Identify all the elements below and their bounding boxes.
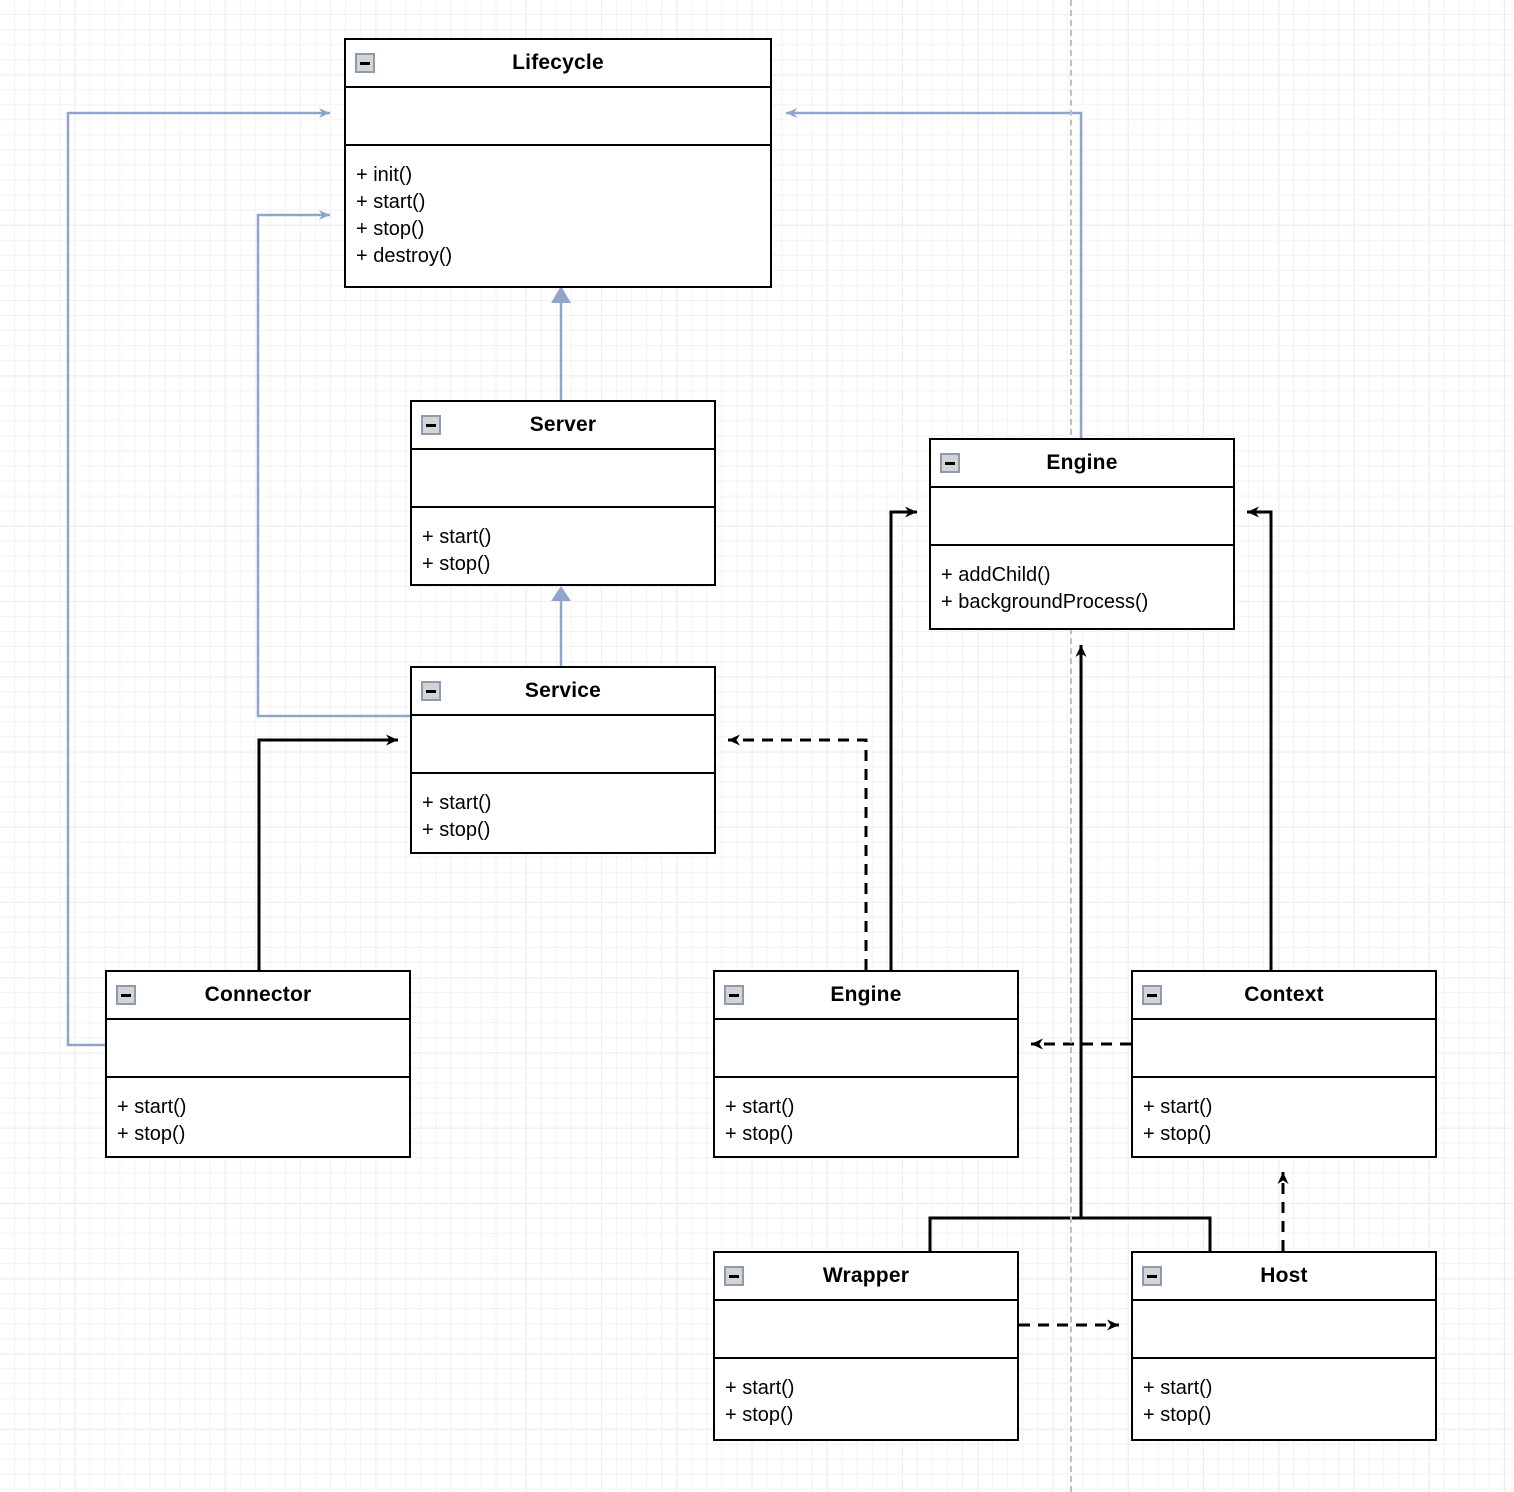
class-operations-compartment: + start() + stop() — [1133, 1359, 1435, 1437]
class-title-row: Context — [1133, 972, 1435, 1020]
class-box-connector[interactable]: Connector + start() + stop() — [105, 970, 411, 1158]
operation: + stop() — [117, 1123, 186, 1145]
operation: + addChild() — [941, 564, 1051, 586]
operation: + start() — [1143, 1096, 1213, 1118]
page-break-line — [1070, 0, 1072, 1492]
class-attributes-compartment — [1133, 1301, 1435, 1359]
class-name: Wrapper — [822, 1264, 910, 1287]
minus-icon[interactable] — [724, 1266, 744, 1286]
edge-engine-bottom-dep-service — [728, 734, 868, 970]
operation: + start() — [725, 1096, 795, 1118]
operation: + stop() — [1143, 1404, 1212, 1426]
class-attributes-compartment — [1133, 1020, 1435, 1078]
class-title-row: Lifecycle — [346, 40, 770, 88]
operation: + start() — [422, 792, 492, 814]
class-name: Connector — [204, 983, 312, 1006]
class-operations-compartment: + addChild() + backgroundProcess() — [931, 546, 1233, 624]
class-title-row: Connector — [107, 972, 409, 1020]
operation: + backgroundProcess() — [941, 591, 1149, 613]
class-attributes-compartment — [107, 1020, 409, 1078]
class-name: Service — [524, 679, 602, 702]
operation: + init() — [356, 164, 413, 186]
class-title-row: Server — [412, 402, 714, 450]
class-operations-compartment: + start() + stop() — [715, 1078, 1017, 1156]
edge-engine-implements-lifecycle — [786, 108, 1083, 438]
operation: + stop() — [725, 1404, 794, 1426]
minus-icon[interactable] — [940, 453, 960, 473]
operation: + start() — [1143, 1377, 1213, 1399]
class-name: Server — [529, 413, 597, 436]
minus-icon[interactable] — [1142, 1266, 1162, 1286]
class-title-row: Wrapper — [715, 1253, 1017, 1301]
class-operations-compartment: + start() + stop() — [412, 774, 714, 852]
class-title-row: Service — [412, 668, 714, 716]
class-box-lifecycle[interactable]: Lifecycle + init() + start() + stop() + … — [344, 38, 772, 288]
edge-connector-implements-lifecycle — [66, 108, 330, 1047]
operation: + stop() — [422, 819, 491, 841]
edge-service-implements-lifecycle — [256, 210, 410, 718]
operation: + stop() — [725, 1123, 794, 1145]
minus-icon[interactable] — [421, 681, 441, 701]
class-box-host[interactable]: Host + start() + stop() — [1131, 1251, 1437, 1441]
edge-context-assoc-engine-top — [1247, 506, 1273, 970]
operation: + start() — [356, 191, 426, 213]
minus-icon[interactable] — [421, 415, 441, 435]
class-operations-compartment: + start() + stop() — [715, 1359, 1017, 1437]
class-name: Host — [1260, 1264, 1308, 1287]
edge-server-extends-lifecycle — [551, 286, 571, 400]
operation: + stop() — [1143, 1123, 1212, 1145]
class-box-engine-top[interactable]: Engine + addChild() + backgroundProcess(… — [929, 438, 1235, 630]
class-attributes-compartment — [412, 716, 714, 774]
class-box-wrapper[interactable]: Wrapper + start() + stop() — [713, 1251, 1019, 1441]
class-box-service[interactable]: Service + start() + stop() — [410, 666, 716, 854]
minus-icon[interactable] — [355, 53, 375, 73]
class-name: Engine — [1046, 451, 1118, 474]
class-name: Lifecycle — [512, 51, 604, 74]
class-attributes-compartment — [715, 1301, 1017, 1359]
edge-service-extends-server — [551, 586, 571, 666]
operation: + start() — [725, 1377, 795, 1399]
class-name: Context — [1244, 983, 1324, 1006]
edge-connector-assoc-service — [257, 734, 398, 970]
class-attributes-compartment — [931, 488, 1233, 546]
operation: + start() — [117, 1096, 187, 1118]
minus-icon[interactable] — [1142, 985, 1162, 1005]
class-title-row: Engine — [931, 440, 1233, 488]
minus-icon[interactable] — [724, 985, 744, 1005]
edge-engine-bottom-assoc-engine-top — [889, 506, 917, 970]
operation: + destroy() — [356, 245, 453, 267]
class-name: Engine — [830, 983, 902, 1006]
class-box-engine-bottom[interactable]: Engine + start() + stop() — [713, 970, 1019, 1158]
class-box-context[interactable]: Context + start() + stop() — [1131, 970, 1437, 1158]
operation: + start() — [422, 526, 492, 548]
class-title-row: Engine — [715, 972, 1017, 1020]
minus-icon[interactable] — [116, 985, 136, 1005]
class-operations-compartment: + start() + stop() — [107, 1078, 409, 1156]
class-operations-compartment: + start() + stop() — [1133, 1078, 1435, 1156]
class-box-server[interactable]: Server + start() + stop() — [410, 400, 716, 586]
class-title-row: Host — [1133, 1253, 1435, 1301]
class-attributes-compartment — [412, 450, 714, 508]
class-operations-compartment: + init() + start() + stop() + destroy() — [346, 146, 770, 278]
class-attributes-compartment — [715, 1020, 1017, 1078]
operation: + stop() — [356, 218, 425, 240]
class-attributes-compartment — [346, 88, 770, 146]
class-operations-compartment: + start() + stop() — [412, 508, 714, 586]
operation: + stop() — [422, 553, 491, 575]
